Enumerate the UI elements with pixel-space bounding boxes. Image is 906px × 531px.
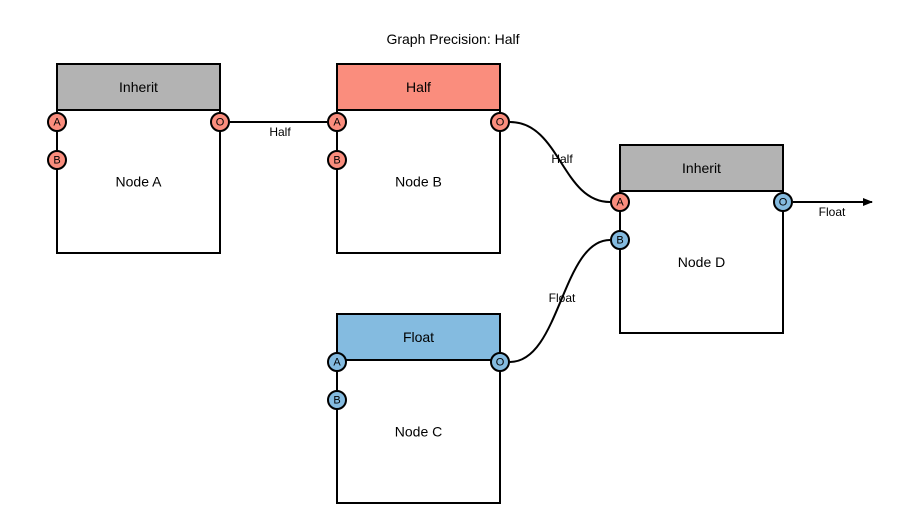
edge-label: Half [269,125,291,139]
port-label: A [616,197,624,209]
port-circle [490,112,510,132]
port-circle [327,352,347,372]
node-header-label: Float [403,329,434,345]
port-in-a[interactable]: A [327,112,347,132]
node-header-label: Inherit [682,160,721,176]
port-out-o[interactable]: O [490,352,510,372]
port-in-a[interactable]: A [47,112,67,132]
node-header [336,313,501,361]
port-label: O [496,357,505,369]
port-label: B [333,155,340,167]
port-circle [210,112,230,132]
port-in-b[interactable]: B [327,150,347,170]
node-header [56,63,221,111]
port-circle [610,230,630,250]
port-in-b[interactable]: B [327,390,347,410]
port-label: O [779,197,788,209]
port-circle [327,112,347,132]
port-label: A [53,117,61,129]
edge-line [509,121,611,203]
edge-label: Half [551,152,573,166]
node-body-label: Node B [395,174,442,190]
port-in-a[interactable]: A [610,192,630,212]
node-header-label: Half [406,79,431,95]
node-body-label: Node D [678,254,725,270]
port-label: B [53,155,60,167]
edge-label: Float [549,291,576,305]
port-label: B [616,235,623,247]
page-title: Graph Precision: Half [386,31,519,47]
edge-label: Float [819,205,846,219]
port-circle [327,150,347,170]
edge-d-output[interactable]: Float [793,198,873,219]
port-circle [610,192,630,212]
node-body-label: Node C [395,424,442,440]
edge-b-to-d[interactable]: Half [509,121,611,203]
port-label: O [216,117,225,129]
port-in-a[interactable]: A [327,352,347,372]
port-out-o[interactable]: O [490,112,510,132]
edge-c-to-d[interactable]: Float [509,239,611,363]
port-circle [47,112,67,132]
port-label: A [333,357,341,369]
port-out-o[interactable]: O [210,112,230,132]
node-body-label: Node A [116,174,163,190]
node-header [336,63,501,111]
port-label: A [333,117,341,129]
port-in-b[interactable]: B [610,230,630,250]
port-in-b[interactable]: B [47,150,67,170]
port-circle [47,150,67,170]
port-circle [327,390,347,410]
node-header-label: Inherit [119,79,158,95]
port-circle [490,352,510,372]
node-header [619,144,784,192]
port-circle [773,192,793,212]
edge-line [509,239,611,363]
edge-a-to-b[interactable]: Half [230,121,327,139]
port-out-o[interactable]: O [773,192,793,212]
port-label: B [333,395,340,407]
port-label: O [496,117,505,129]
